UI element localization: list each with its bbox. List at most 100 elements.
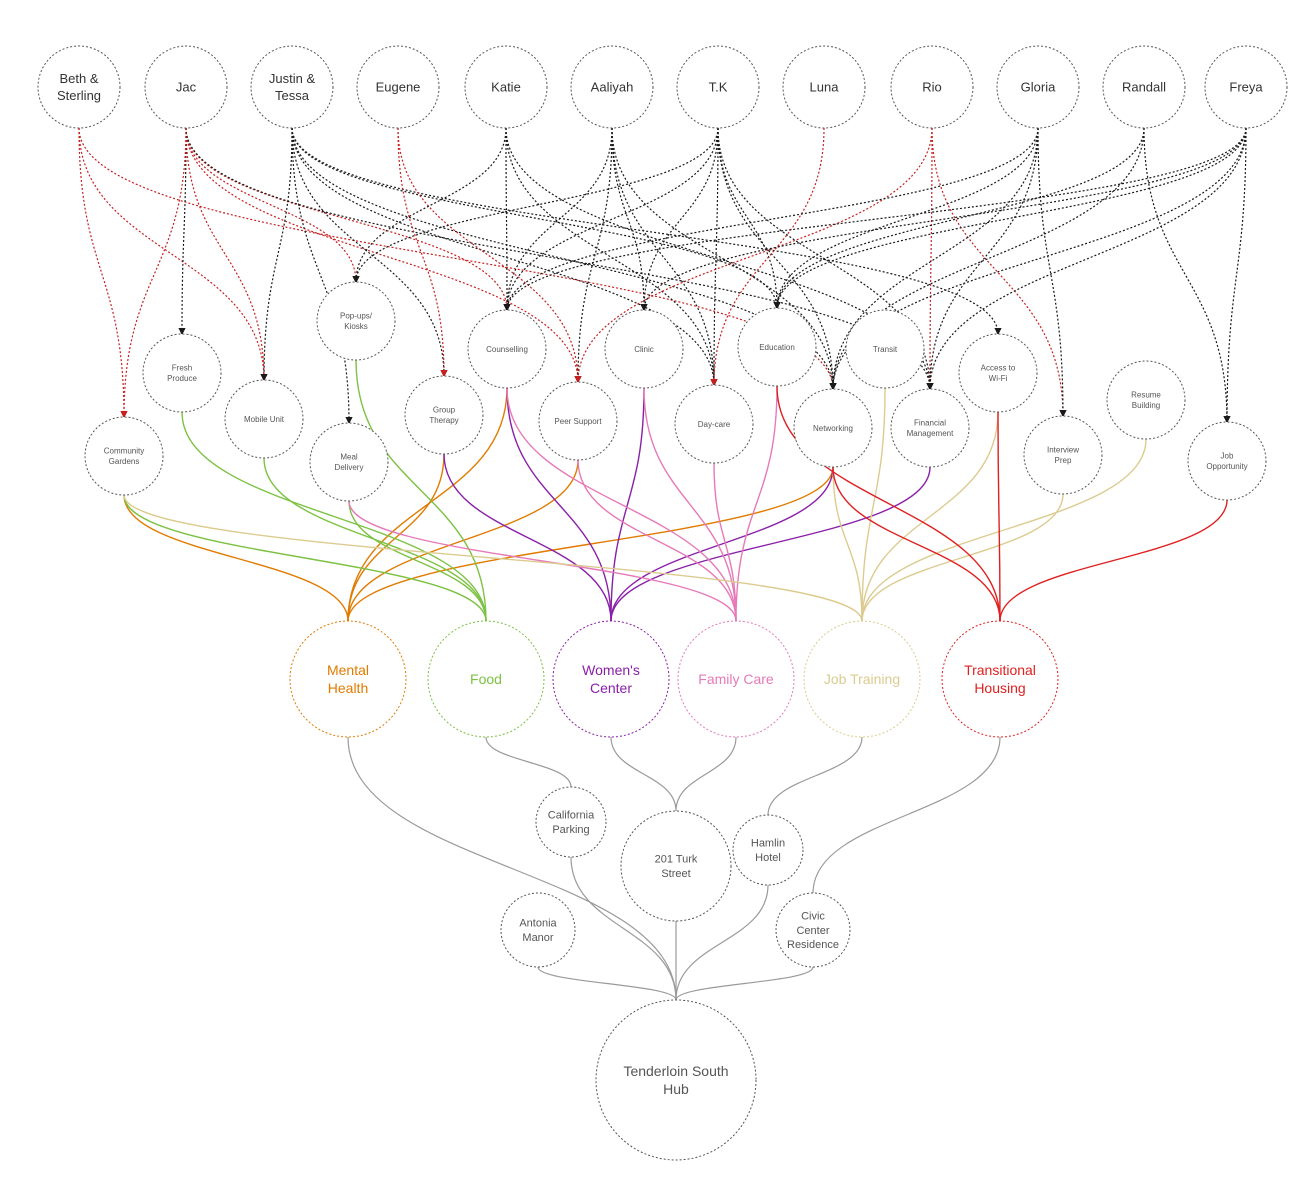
node-education[interactable]: Education xyxy=(737,307,817,387)
category-link-jt-networking xyxy=(832,466,863,622)
node-label: Beth &Sterling xyxy=(57,71,101,103)
node-label: Networking xyxy=(813,424,853,433)
tree-link-jt-hamlin xyxy=(767,736,863,816)
person-link-katie-popups xyxy=(352,127,507,284)
category-service-links xyxy=(123,359,1228,622)
node-aaliyah[interactable]: Aaliyah xyxy=(570,45,654,129)
node-clinic[interactable]: Clinic xyxy=(604,309,684,389)
node-circle xyxy=(404,375,484,455)
person-link-gloria-education xyxy=(773,127,1039,310)
person-link-tk-popups xyxy=(352,127,719,284)
node-mobile[interactable]: Mobile Unit xyxy=(224,379,304,459)
node-label: Justin &Tessa xyxy=(269,71,316,103)
node-circle xyxy=(737,307,817,387)
node-circle xyxy=(224,379,304,459)
category-link-food-produce xyxy=(181,411,487,622)
node-katie[interactable]: Katie xyxy=(464,45,548,129)
node-circle xyxy=(845,309,925,389)
node-eugene[interactable]: Eugene xyxy=(356,45,440,129)
category-link-fc-meal xyxy=(348,500,737,622)
tree-link-california-hub xyxy=(570,856,677,1001)
node-jac[interactable]: Jac xyxy=(144,45,228,129)
node-label: Counselling xyxy=(486,345,528,354)
category-link-th-jobopp xyxy=(999,499,1228,622)
node-circle xyxy=(535,786,607,858)
node-label: Education xyxy=(759,343,795,352)
node-circle xyxy=(890,45,974,129)
node-popups[interactable]: Pop-ups/Kiosks xyxy=(316,281,396,361)
node-circle xyxy=(464,45,548,129)
tree-link-wc-turk xyxy=(610,736,677,812)
node-circle xyxy=(570,45,654,129)
category-link-food-gardens xyxy=(123,494,487,622)
node-label: Job Training xyxy=(824,671,900,687)
node-circle xyxy=(782,45,866,129)
node-transit[interactable]: Transit xyxy=(845,309,925,389)
nodes-layer: Beth &Sterling Jac Justin &Tessa Eugene Kati… xyxy=(37,45,1288,1161)
category-link-jt-wifi xyxy=(861,411,999,622)
node-rio[interactable]: Rio xyxy=(890,45,974,129)
node-freya[interactable]: Freya xyxy=(1204,45,1288,129)
node-circle xyxy=(604,309,684,389)
node-circle xyxy=(677,620,795,738)
node-gloria[interactable]: Gloria xyxy=(996,45,1080,129)
person-link-tk-daycare xyxy=(710,127,719,387)
node-label: Pop-ups/Kiosks xyxy=(340,312,373,331)
node-peer[interactable]: Peer Support xyxy=(538,381,618,461)
node-daycare[interactable]: Day-care xyxy=(674,384,754,464)
node-label: Eugene xyxy=(376,80,421,95)
node-justin[interactable]: Justin &Tessa xyxy=(250,45,334,129)
category-link-th-wifi xyxy=(997,411,1001,622)
category-link-fc-counselling xyxy=(506,387,737,622)
node-randall[interactable]: Randall xyxy=(1102,45,1186,129)
node-circle xyxy=(803,620,921,738)
tree-link-mh-hub xyxy=(347,736,677,1001)
tree-link-th-civic xyxy=(812,736,1001,894)
node-circle xyxy=(595,999,757,1161)
node-tk[interactable]: T.K xyxy=(676,45,760,129)
node-beth[interactable]: Beth &Sterling xyxy=(37,45,121,129)
category-link-wc-networking xyxy=(610,466,834,622)
person-link-aaliyah-peer xyxy=(574,127,613,384)
person-link-luna-daycare xyxy=(710,127,825,387)
node-circle xyxy=(84,416,164,496)
node-label: Transit xyxy=(873,345,898,354)
node-counselling[interactable]: Counselling xyxy=(467,309,547,389)
person-link-beth-mobile xyxy=(78,127,268,382)
person-link-aaliyah-clinic xyxy=(611,127,648,312)
node-circle xyxy=(1106,360,1186,440)
person-link-randall-education xyxy=(773,127,1145,310)
node-label: Food xyxy=(470,671,502,687)
node-jt[interactable]: Job Training xyxy=(803,620,921,738)
node-fc[interactable]: Family Care xyxy=(677,620,795,738)
person-link-jac-financial xyxy=(185,127,934,391)
category-link-food-meal xyxy=(348,500,487,622)
person-link-katie-counselling xyxy=(503,127,511,312)
node-food[interactable]: Food xyxy=(427,620,545,738)
node-luna[interactable]: Luna xyxy=(782,45,866,129)
node-networking[interactable]: Networking xyxy=(793,388,873,468)
person-service-links xyxy=(78,127,1247,425)
